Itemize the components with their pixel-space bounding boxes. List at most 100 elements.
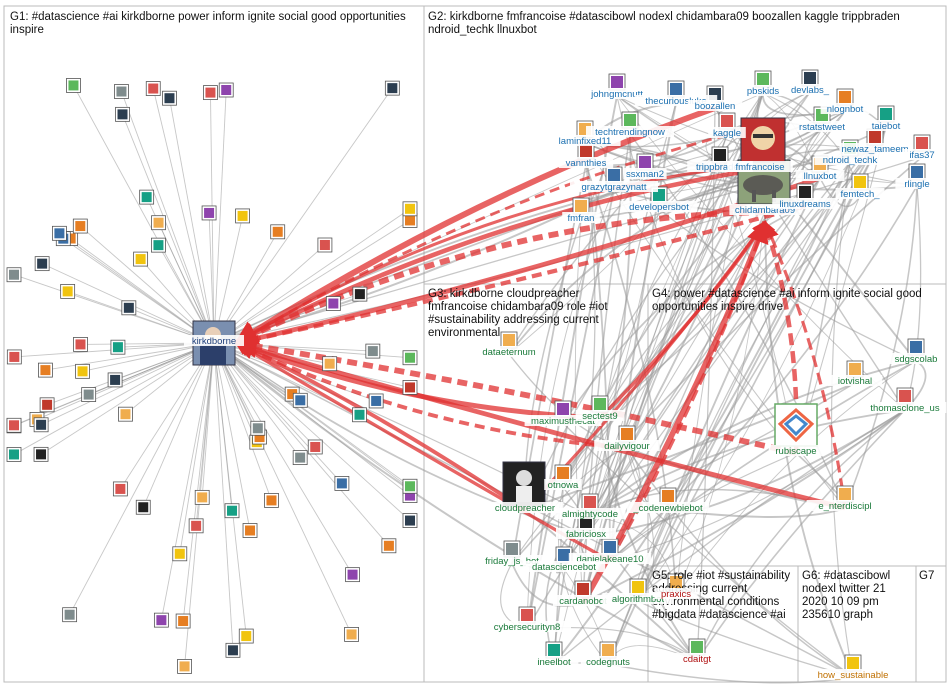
node-avatar[interactable]: [581, 493, 599, 511]
node-avatar[interactable]: [177, 659, 192, 674]
node-avatar[interactable]: [384, 80, 400, 96]
node-avatar[interactable]: [352, 286, 368, 302]
node-avatar[interactable]: [866, 128, 884, 146]
node-avatar[interactable]: [574, 580, 592, 598]
node-avatar[interactable]: [365, 343, 381, 359]
node-avatar[interactable]: [667, 80, 685, 98]
node-avatar[interactable]: [110, 339, 126, 355]
node-avatar[interactable]: [264, 493, 279, 508]
node-avatar[interactable]: [317, 237, 333, 253]
node-avatar[interactable]: [235, 208, 250, 224]
node-avatar[interactable]: [52, 225, 67, 241]
node-avatar[interactable]: [754, 70, 772, 88]
node-avatar[interactable]: [151, 237, 166, 253]
node-avatar[interactable]: [39, 397, 55, 413]
node-avatar[interactable]: [844, 654, 862, 672]
node-avatar[interactable]: [908, 163, 926, 181]
node-avatar[interactable]: [554, 400, 572, 418]
node-avatar[interactable]: [836, 485, 854, 503]
node-avatar[interactable]: [33, 417, 49, 433]
node-avatar[interactable]: [896, 387, 914, 405]
node-avatar[interactable]: [601, 538, 619, 556]
node-avatar[interactable]: [151, 215, 166, 231]
node-avatar[interactable]: [292, 450, 308, 466]
node-avatar[interactable]: [60, 283, 76, 299]
node-avatar[interactable]: [368, 393, 384, 409]
node-avatar[interactable]: [836, 88, 854, 106]
node-avatar[interactable]: [555, 546, 573, 564]
node-avatar[interactable]: [81, 387, 97, 402]
node-avatar[interactable]: [188, 518, 204, 534]
node-avatar[interactable]: [270, 224, 286, 240]
hub-trippbraden[interactable]: [740, 117, 786, 163]
node-avatar[interactable]: [402, 380, 418, 395]
node-avatar[interactable]: [224, 503, 240, 519]
node-avatar[interactable]: [402, 213, 418, 228]
node-avatar[interactable]: [107, 372, 123, 388]
node-avatar[interactable]: [344, 627, 359, 642]
node-avatar[interactable]: [75, 363, 90, 379]
node-avatar[interactable]: [851, 173, 869, 191]
node-avatar[interactable]: [402, 513, 418, 528]
node-avatar[interactable]: [621, 111, 639, 129]
node-avatar[interactable]: [162, 90, 177, 106]
node-avatar[interactable]: [72, 218, 88, 234]
node-avatar[interactable]: [172, 546, 188, 562]
node-avatar[interactable]: [145, 81, 161, 96]
hub-rubiscape[interactable]: [774, 403, 818, 447]
node-avatar[interactable]: [6, 417, 22, 433]
node-avatar[interactable]: [796, 183, 814, 201]
node-avatar[interactable]: [225, 642, 241, 658]
hub-cloudpreacher[interactable]: [502, 461, 546, 507]
node-avatar[interactable]: [907, 338, 925, 356]
node-avatar[interactable]: [636, 153, 654, 171]
node-avatar[interactable]: [554, 464, 572, 482]
node-avatar[interactable]: [33, 446, 49, 462]
node-avatar[interactable]: [381, 538, 397, 554]
node-avatar[interactable]: [618, 425, 636, 443]
node-avatar[interactable]: [139, 189, 155, 205]
node-avatar[interactable]: [238, 628, 254, 644]
node-avatar[interactable]: [402, 478, 418, 494]
node-avatar[interactable]: [66, 78, 81, 93]
node-avatar[interactable]: [175, 613, 191, 629]
node-avatar[interactable]: [605, 166, 623, 184]
node-avatar[interactable]: [877, 105, 895, 123]
node-avatar[interactable]: [114, 84, 129, 99]
node-avatar[interactable]: [322, 356, 338, 372]
node-avatar[interactable]: [591, 395, 609, 413]
node-avatar[interactable]: [801, 69, 819, 87]
node-avatar[interactable]: [608, 73, 626, 91]
node-avatar[interactable]: [503, 540, 521, 558]
node-avatar[interactable]: [545, 641, 563, 659]
node-avatar[interactable]: [577, 142, 595, 160]
node-avatar[interactable]: [6, 349, 22, 365]
node-avatar[interactable]: [718, 112, 736, 130]
node-avatar[interactable]: [846, 360, 864, 378]
node-avatar[interactable]: [402, 201, 418, 217]
node-avatar[interactable]: [518, 606, 536, 624]
node-avatar[interactable]: [218, 82, 234, 98]
node-avatar[interactable]: [194, 489, 210, 505]
node-avatar[interactable]: [201, 205, 217, 221]
node-avatar[interactable]: [250, 420, 266, 436]
node-avatar[interactable]: [334, 476, 350, 491]
node-avatar[interactable]: [659, 487, 677, 505]
node-avatar[interactable]: [112, 481, 128, 497]
node-avatar[interactable]: [6, 447, 22, 462]
node-avatar[interactable]: [402, 350, 418, 366]
node-avatar[interactable]: [203, 85, 218, 101]
node-avatar[interactable]: [135, 499, 151, 515]
node-avatar[interactable]: [500, 331, 518, 349]
node-avatar[interactable]: [325, 296, 341, 311]
node-avatar[interactable]: [572, 197, 590, 215]
node-avatar[interactable]: [153, 612, 169, 628]
node-avatar[interactable]: [345, 567, 360, 583]
node-avatar[interactable]: [629, 578, 647, 596]
node-avatar[interactable]: [599, 641, 617, 659]
node-avatar[interactable]: [711, 146, 729, 164]
node-avatar[interactable]: [121, 300, 137, 316]
node-avatar[interactable]: [352, 407, 367, 423]
node-avatar[interactable]: [6, 267, 22, 283]
node-avatar[interactable]: [688, 638, 706, 656]
